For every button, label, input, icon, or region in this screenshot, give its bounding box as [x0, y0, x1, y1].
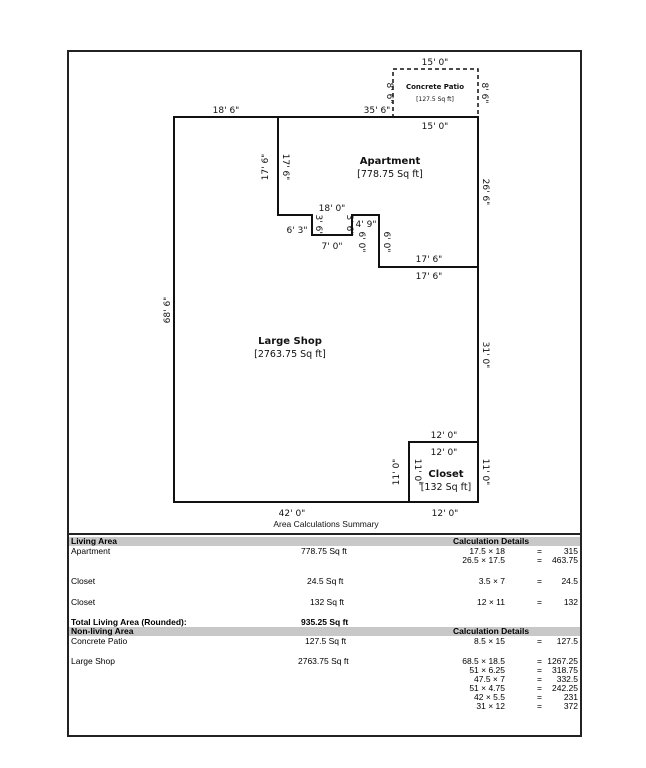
- calc-expr: 47.5 × 7: [474, 674, 505, 684]
- dim-closet2-right: 11' 0": [480, 459, 490, 486]
- calc-eq: =: [537, 597, 542, 607]
- floor-plan-sheet: 15' 0" 8' 6" 8' 6" Concrete Patio [127.5…: [67, 50, 582, 737]
- row-area: 778.75 Sq ft: [301, 546, 347, 556]
- living-details-title: Calculation Details: [453, 536, 530, 546]
- total-living-label: Total Living Area (Rounded):: [71, 617, 187, 627]
- closet-wall: [408, 441, 478, 502]
- dim-patio-right: 8' 6": [479, 83, 489, 104]
- calc-eq: =: [537, 656, 542, 666]
- calc-eq: =: [537, 683, 542, 693]
- calc-result: 132: [563, 597, 578, 607]
- dim-bottom-right: 12' 0": [432, 509, 459, 519]
- row-name: Closet: [71, 597, 96, 607]
- apartment-name: Apartment: [360, 156, 421, 167]
- dim-closet2-top-a: 12' 0": [431, 431, 458, 441]
- dim-top-left: 18' 6": [213, 106, 240, 116]
- calc-result: 372: [563, 701, 578, 711]
- calc-expr: 12 × 11: [477, 597, 505, 607]
- row-name: Apartment: [71, 546, 111, 556]
- calc-expr: 8.5 × 15: [474, 636, 505, 646]
- calc-expr: 42 × 5.5: [474, 692, 505, 702]
- floor-plan-drawing: 15' 0" 8' 6" 8' 6" Concrete Patio [127.5…: [163, 58, 490, 529]
- calc-eq: =: [537, 674, 542, 684]
- calc-expr: 51 × 4.75: [469, 683, 505, 693]
- dim-step-bottom-a: 17' 6": [416, 255, 443, 265]
- calc-expr: 68.5 × 18.5: [462, 656, 505, 666]
- calc-expr: 17.5 × 18: [469, 546, 505, 556]
- closet-name: Closet: [428, 469, 463, 480]
- closet-area: [132 Sq ft]: [421, 482, 472, 493]
- row-area: 24.5 Sq ft: [307, 576, 344, 586]
- calc-result: 231: [563, 692, 578, 702]
- calc-eq: =: [537, 665, 542, 675]
- calc-eq: =: [537, 636, 542, 646]
- patio-area: [127.5 Sq ft]: [416, 96, 454, 103]
- calc-result: 1267.25: [547, 656, 578, 666]
- dim-shop-right: 31' 0": [480, 342, 490, 369]
- calc-result: 463.75: [552, 555, 578, 565]
- dim-apartment-left-inner: 17' 6": [280, 154, 290, 181]
- calc-eq: =: [537, 546, 542, 556]
- apartment-area: [778.75 Sq ft]: [357, 169, 423, 180]
- calc-result: 242.25: [552, 683, 578, 693]
- dim-step-a: 4' 9": [356, 220, 377, 230]
- calc-eq: =: [537, 701, 542, 711]
- row-name: Closet: [71, 576, 96, 586]
- dim-closet2-left-a: 11' 0": [392, 459, 402, 486]
- row-area: 2763.75 Sq ft: [298, 656, 349, 666]
- calc-eq: =: [537, 692, 542, 702]
- calc-expr: 51 × 6.25: [469, 665, 505, 675]
- living-area-title: Living Area: [71, 536, 117, 546]
- dim-apartment-top: 15' 0": [422, 122, 449, 132]
- nonliving-area-header: Non-living Area Calculation Details: [69, 627, 580, 636]
- dim-shop-left: 68' 6": [163, 297, 173, 324]
- shop-name: Large Shop: [258, 336, 322, 347]
- dim-apartment-right: 26' 6": [480, 179, 490, 206]
- dim-closet2-left-b: 11' 0": [412, 459, 422, 486]
- dim-closet-height-a: 3' 6": [313, 215, 323, 236]
- dim-bottom-left: 42' 0": [279, 509, 306, 519]
- dim-closet-top: 18' 0": [319, 204, 346, 214]
- dim-patio-top: 15' 0": [422, 58, 449, 68]
- row-area: 132 Sq ft: [310, 597, 345, 607]
- row-area: 127.5 Sq ft: [305, 636, 347, 646]
- summary-caption: Area Calculations Summary: [273, 519, 379, 529]
- calc-eq: =: [537, 555, 542, 565]
- dim-closet-bottom: 7' 0": [322, 242, 343, 252]
- dim-top-mid: 35' 6": [364, 106, 391, 116]
- calc-eq: =: [537, 576, 542, 586]
- row-name: Large Shop: [71, 656, 115, 666]
- dim-closet-height-b: 3' 6": [344, 215, 354, 236]
- dim-patio-left: 8' 6": [384, 83, 394, 104]
- dim-step-vertical-b: 6' 0": [381, 232, 391, 253]
- exterior-wall: [173, 116, 479, 503]
- area-summary-table: Living Area Calculation Details Apartmen…: [69, 533, 580, 737]
- living-area-header: Living Area Calculation Details: [69, 537, 580, 546]
- calc-result: 24.5: [561, 576, 578, 586]
- dim-step-bottom-b: 17' 6": [416, 272, 443, 282]
- nonliving-details-title: Calculation Details: [453, 626, 530, 636]
- dim-closet-left: 6' 3": [287, 226, 308, 236]
- dim-closet2-top-b: 12' 0": [431, 448, 458, 458]
- calc-result: 127.5: [556, 636, 578, 646]
- calc-result: 315: [563, 546, 578, 556]
- calc-expr: 3.5 × 7: [478, 576, 505, 586]
- apartment-wall: [277, 117, 478, 268]
- nonliving-area-title: Non-living Area: [71, 626, 134, 636]
- calc-result: 332.5: [556, 674, 578, 684]
- shop-area: [2763.75 Sq ft]: [254, 349, 326, 360]
- calc-expr: 26.5 × 17.5: [462, 555, 505, 565]
- calc-expr: 31 × 12: [476, 701, 505, 711]
- concrete-patio-outline: [392, 68, 479, 118]
- total-living-value: 935.25 Sq ft: [301, 617, 349, 627]
- dim-apartment-left: 17' 6": [261, 154, 271, 181]
- calc-result: 318.75: [552, 665, 578, 675]
- patio-name: Concrete Patio: [406, 83, 464, 91]
- dim-step-vertical-a: 6' 0": [356, 232, 366, 253]
- row-name: Concrete Patio: [71, 636, 128, 646]
